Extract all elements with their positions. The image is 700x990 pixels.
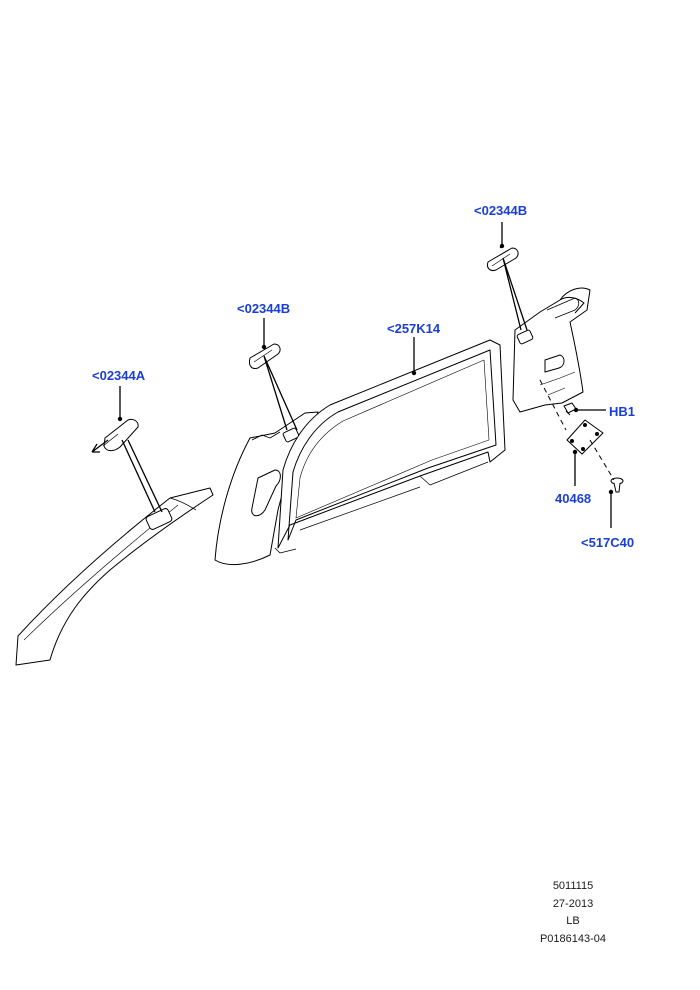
dashed-assembly-line-1 <box>539 379 567 431</box>
leader-dot <box>261 344 267 350</box>
callout-40468[interactable]: 40468 <box>555 491 592 506</box>
reference-code: LB <box>566 915 580 927</box>
quarter-window-seal <box>274 339 506 554</box>
leader-02344b-top-assembly <box>502 257 528 331</box>
push-clip-517c40 <box>610 477 624 493</box>
c-pillar-cover-clip <box>487 244 519 271</box>
c-pillar-clip-pocket <box>516 329 534 345</box>
c-pillar-trim <box>512 287 591 413</box>
callout-257k14[interactable]: <257K14 <box>387 321 441 336</box>
b-pillar-clip-pocket <box>282 427 300 443</box>
leader-dot <box>411 370 417 376</box>
a-pillar-trim <box>15 487 214 666</box>
callout-hb1[interactable]: HB1 <box>609 404 636 419</box>
reference-number: 5011115 <box>552 880 594 892</box>
leader-dot <box>572 449 578 455</box>
callout-02344b-c-pillar[interactable]: <02344B <box>474 203 528 218</box>
callout-517c40[interactable]: <517C40 <box>581 535 635 550</box>
callout-02344b-b-pillar[interactable]: <02344B <box>237 301 291 316</box>
dashed-assembly-line-2 <box>589 439 615 481</box>
a-pillar-clip-pocket <box>145 508 173 530</box>
leader-02344a-assembly <box>121 439 163 513</box>
reference-date: 27-2013 <box>552 897 594 910</box>
callout-02344a[interactable]: <02344A <box>92 368 146 383</box>
leader-dot <box>117 416 123 422</box>
leader-dot <box>608 489 614 495</box>
illustration-id: P0186143-04 <box>539 932 607 945</box>
diagram-reference-block: 5011115 27-2013 LB P0186143-04 <box>513 878 633 948</box>
a-pillar-cover-clip <box>91 418 139 453</box>
leader-dot <box>573 407 579 413</box>
access-cover-plate <box>566 419 604 455</box>
leader-dot <box>499 243 505 249</box>
leader-02344b-mid-assembly <box>263 355 298 431</box>
